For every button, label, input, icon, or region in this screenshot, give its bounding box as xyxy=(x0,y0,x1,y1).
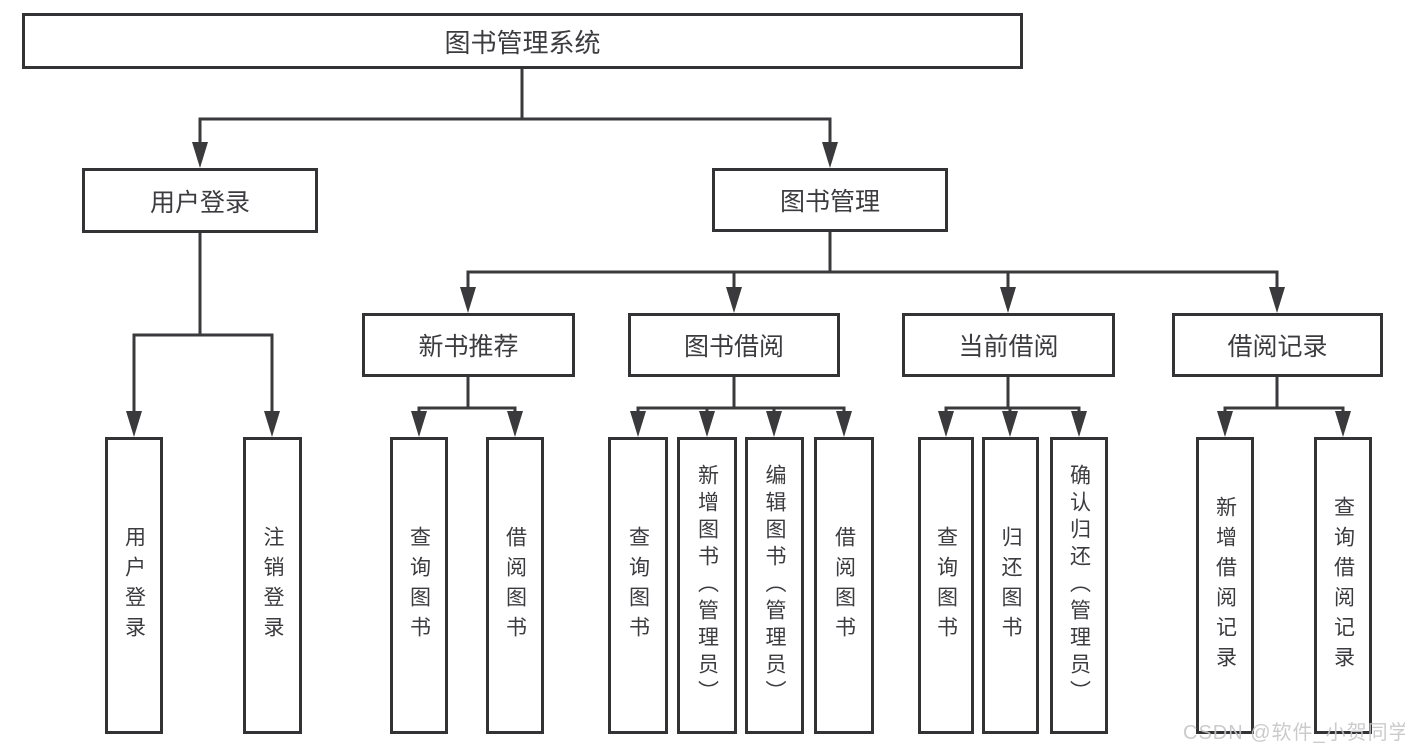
connector-book-borrowing-children xyxy=(630,377,852,437)
leaf-logout: 注销登录 xyxy=(243,437,302,734)
connector-root-to-level2 xyxy=(192,69,838,168)
leaf-query-books-recommend: 查询图书 xyxy=(390,437,448,734)
node-current-borrowing: 当前借阅 xyxy=(902,313,1115,377)
connector-new-book-recommend-children xyxy=(411,377,523,437)
leaf-user-login: 用户登录 xyxy=(105,437,163,734)
leaf-return-books: 归还图书 xyxy=(982,437,1039,734)
leaf-add-borrow-record: 新增借阅记录 xyxy=(1196,437,1254,734)
node-borrowing-records: 借阅记录 xyxy=(1172,313,1383,377)
leaf-query-books-borrowing: 查询图书 xyxy=(608,437,668,734)
leaf-edit-books-admin: 编辑图书（管理员） xyxy=(745,437,804,734)
leaf-borrow-books-borrowing: 借阅图书 xyxy=(814,437,874,734)
node-library-management-system: 图书管理系统 xyxy=(22,13,1023,69)
leaf-borrow-books-recommend: 借阅图书 xyxy=(486,437,544,734)
csdn-watermark: CSDN @软件_小贺同学 xyxy=(1183,722,1405,744)
leaf-add-books-admin: 新增图书（管理员） xyxy=(677,437,737,734)
connector-current-borrowing-children xyxy=(938,377,1087,437)
leaf-confirm-return-admin: 确认归还（管理员） xyxy=(1050,437,1108,734)
leaf-query-borrow-record: 查询借阅记录 xyxy=(1314,437,1372,734)
node-book-management: 图书管理 xyxy=(712,168,948,232)
node-new-book-recommend: 新书推荐 xyxy=(362,313,575,377)
leaf-query-books-current: 查询图书 xyxy=(918,437,974,734)
node-user-login: 用户登录 xyxy=(82,168,318,233)
connector-user-login-children xyxy=(126,233,280,437)
connector-borrowing-records-children xyxy=(1217,377,1351,437)
connector-book-management-children xyxy=(460,232,1285,313)
node-book-borrowing: 图书借阅 xyxy=(628,313,840,377)
